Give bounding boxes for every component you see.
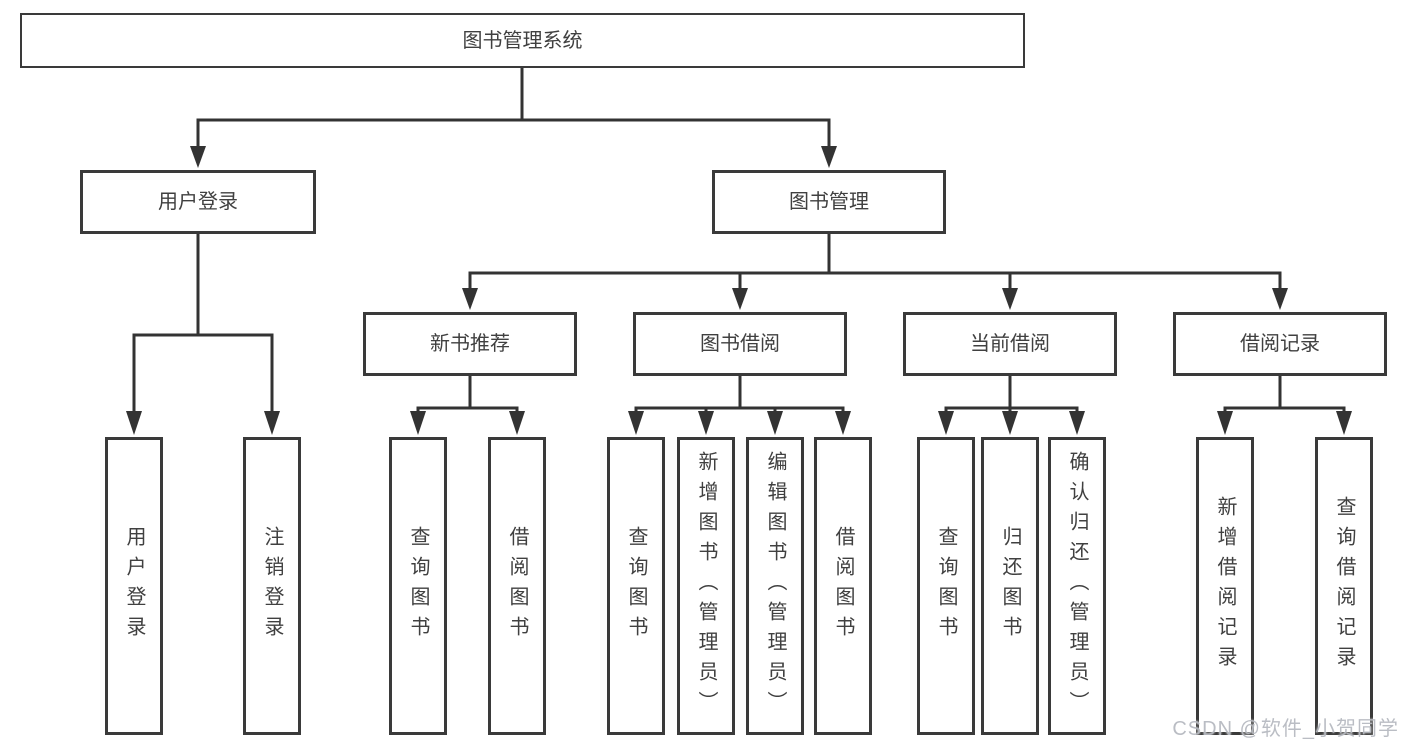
leaf-query-borrow-record: 查询借阅记录 <box>1315 437 1373 735</box>
node-borrow-records: 借阅记录 <box>1173 312 1387 376</box>
leaf-borrow-books-recommend: 借阅图书 <box>488 437 546 735</box>
leaf-add-borrow-record: 新增借阅记录 <box>1196 437 1254 735</box>
leaf-borrow-books: 借阅图书 <box>814 437 872 735</box>
leaf-query-books-current: 查询图书 <box>917 437 975 735</box>
leaf-edit-books-admin: 编辑图书（管理员） <box>746 437 804 735</box>
csdn-watermark: CSDN @软件_小贺同学 <box>1172 718 1399 740</box>
leaf-logout-login: 注销登录 <box>243 437 301 735</box>
node-book-borrow: 图书借阅 <box>633 312 847 376</box>
leaf-query-books-borrow: 查询图书 <box>607 437 665 735</box>
leaf-return-books: 归还图书 <box>981 437 1039 735</box>
node-new-book-recommend: 新书推荐 <box>363 312 577 376</box>
node-library-management-system: 图书管理系统 <box>20 13 1025 68</box>
node-user-login: 用户登录 <box>80 170 316 234</box>
leaf-confirm-return-admin: 确认归还（管理员） <box>1048 437 1106 735</box>
node-book-management: 图书管理 <box>712 170 946 234</box>
leaf-query-books-recommend: 查询图书 <box>389 437 447 735</box>
arrowheads <box>126 146 1352 435</box>
leaf-user-login: 用户登录 <box>105 437 163 735</box>
node-current-borrow: 当前借阅 <box>903 312 1117 376</box>
leaf-add-books-admin: 新增图书（管理员） <box>677 437 735 735</box>
